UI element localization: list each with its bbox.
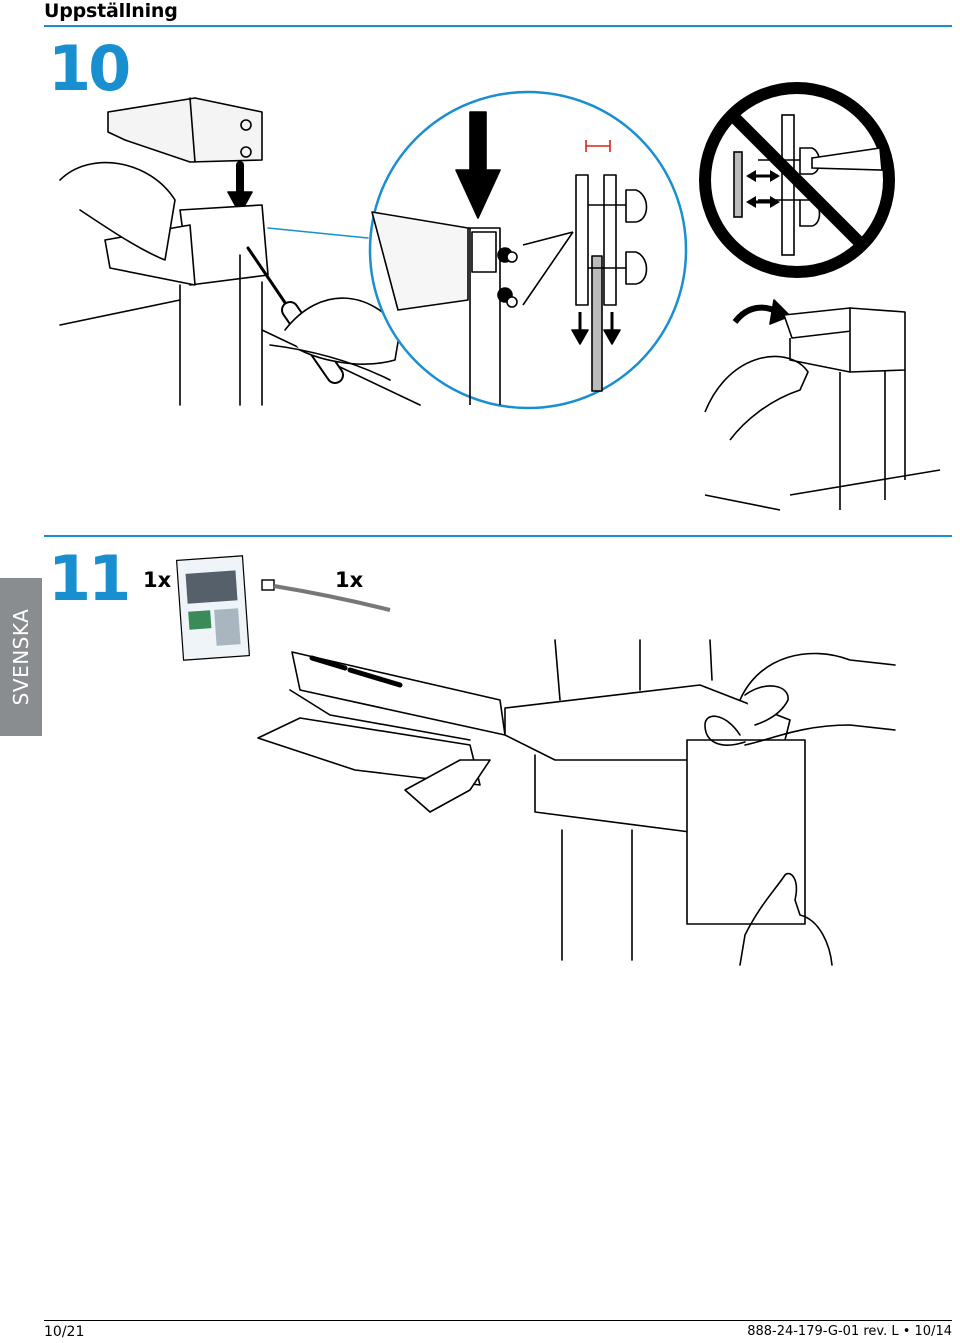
step-11-number: 11 [48,542,131,615]
step-10-number: 10 [48,32,131,105]
cable-tie-icon [261,579,391,612]
prohibited-icon [699,82,895,278]
cable-tie-qty: 1x [335,568,364,592]
language-tab: SVENSKA [0,578,42,736]
manual-booklet-icon [175,555,251,661]
manual-qty: 1x [143,568,172,592]
detail-zoom-circle [368,90,688,410]
footer-rule [44,1320,952,1321]
header-rule [44,25,952,27]
bracket-icon [107,97,263,163]
page-number: 10/21 [44,1324,85,1340]
document-number: 888-24-179-G-01 rev. L • 10/14 [747,1324,952,1339]
section-title: Uppställning [44,0,178,22]
step-divider-rule [44,535,952,537]
